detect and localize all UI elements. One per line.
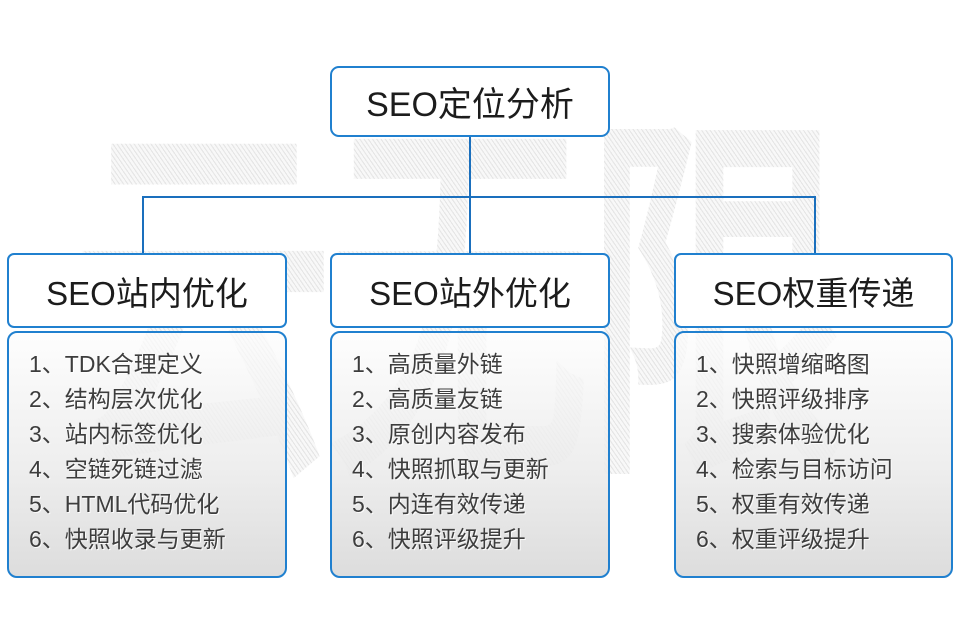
list-item: 5、权重有效传递 <box>696 491 870 517</box>
column-offsite-header: SEO站外优化 <box>330 253 610 328</box>
list-item: 5、HTML代码优化 <box>29 491 220 517</box>
connector-middle-drop <box>469 196 471 255</box>
list-item: 1、TDK合理定义 <box>29 351 203 377</box>
root-node-label: SEO定位分析 <box>366 86 574 124</box>
connector-horizontal <box>142 196 816 198</box>
column-weight-header: SEO权重传递 <box>674 253 953 328</box>
list-item: 6、权重评级提升 <box>696 526 870 552</box>
column-onsite-panel: 1、TDK合理定义 2、结构层次优化 3、站内标签优化 4、空链死链过滤 5、H… <box>7 331 287 578</box>
column-offsite-panel: 1、高质量外链 2、高质量友链 3、原创内容发布 4、快照抓取与更新 5、内连有… <box>330 331 610 578</box>
list-item: 3、站内标签优化 <box>29 421 203 447</box>
column-onsite-header: SEO站内优化 <box>7 253 287 328</box>
connector-left-drop <box>142 196 144 255</box>
list-item: 1、高质量外链 <box>352 351 503 377</box>
list-item: 6、快照评级提升 <box>352 526 526 552</box>
list-item: 4、空链死链过滤 <box>29 456 203 482</box>
column-offsite: SEO站外优化 1、高质量外链 2、高质量友链 3、原创内容发布 4、快照抓取与… <box>330 253 610 578</box>
list-item: 2、结构层次优化 <box>29 386 203 412</box>
column-onsite-header-label: SEO站内优化 <box>46 274 248 312</box>
column-weight-panel: 1、快照增缩略图 2、快照评级排序 3、搜索体验优化 4、检索与目标访问 5、权… <box>674 331 953 578</box>
column-weight: SEO权重传递 1、快照增缩略图 2、快照评级排序 3、搜索体验优化 4、检索与… <box>674 253 953 578</box>
column-weight-header-label: SEO权重传递 <box>712 274 915 312</box>
connector-root-drop <box>469 137 471 198</box>
column-onsite: SEO站内优化 1、TDK合理定义 2、结构层次优化 3、站内标签优化 4、空链… <box>7 253 287 578</box>
list-item: 4、快照抓取与更新 <box>352 456 549 482</box>
list-item: 6、快照收录与更新 <box>29 526 226 552</box>
list-item: 5、内连有效传递 <box>352 491 526 517</box>
list-item: 2、高质量友链 <box>352 386 503 412</box>
list-item: 3、原创内容发布 <box>352 421 526 447</box>
connector-right-drop <box>814 196 816 255</box>
list-item: 2、快照评级排序 <box>696 386 870 412</box>
list-item: 4、检索与目标访问 <box>696 456 893 482</box>
list-item: 1、快照增缩略图 <box>696 351 870 377</box>
list-item: 3、搜索体验优化 <box>696 421 870 447</box>
root-node: SEO定位分析 <box>330 66 610 137</box>
column-offsite-header-label: SEO站外优化 <box>369 274 571 312</box>
